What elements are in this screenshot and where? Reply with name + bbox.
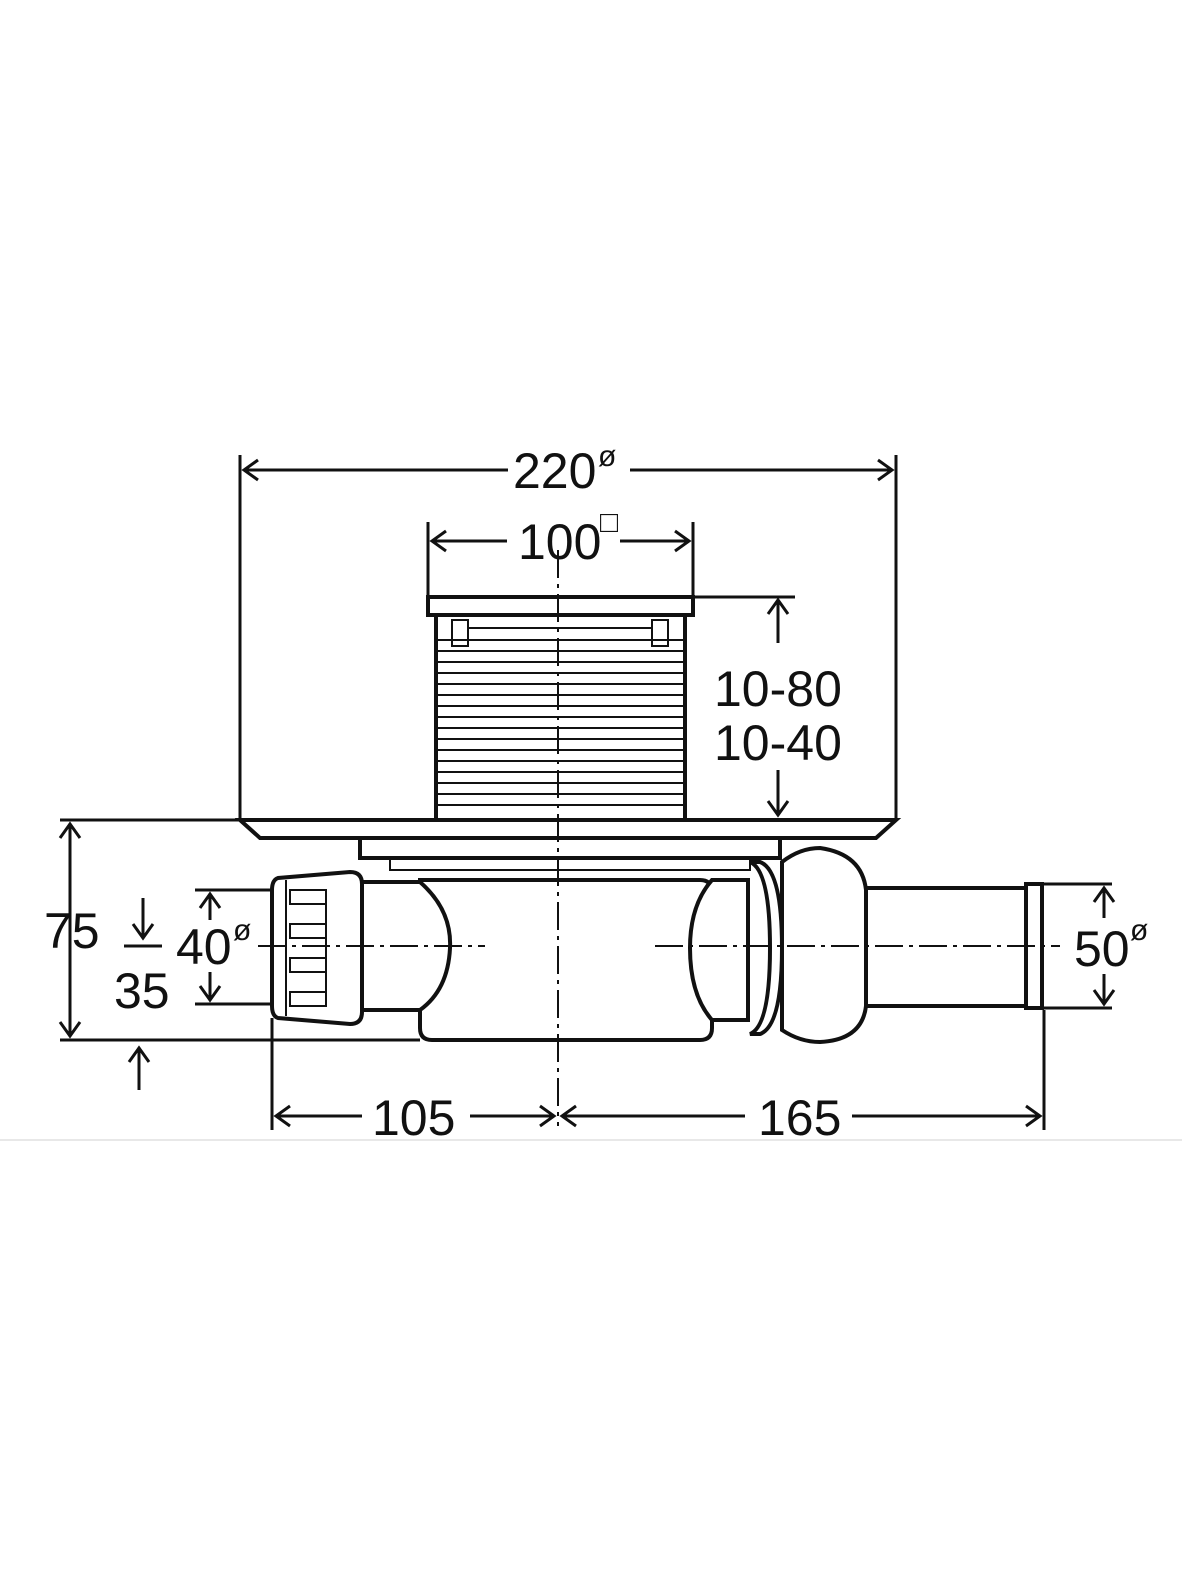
- riser-ribs: [436, 639, 685, 806]
- inlet-nut: [270, 869, 364, 1027]
- diameter-symbol: ø: [598, 440, 616, 473]
- diameter-symbol: ø: [1130, 914, 1148, 947]
- dim-outlet-diameter: 50 ø: [1042, 882, 1148, 1010]
- dim-outlet-height-value: 35: [114, 963, 170, 1019]
- dim-outlet-height: 35: [114, 898, 170, 1090]
- dim-overall-diameter: 220 ø: [238, 440, 898, 820]
- dim-total-height-value: 75: [44, 903, 100, 959]
- grate-riser: [426, 595, 695, 822]
- dim-inlet-diameter-value: 40: [176, 919, 232, 975]
- dim-inlet-diameter: 40 ø: [176, 888, 272, 1006]
- drain-body: [358, 878, 750, 1042]
- dim-lengths: 105 165: [270, 1010, 1046, 1146]
- base-flange: [60, 818, 902, 871]
- dim-grate-size-value: 100: [518, 514, 601, 570]
- square-symbol: □: [600, 506, 619, 539]
- dim-outlet-diameter-value: 50: [1074, 921, 1130, 977]
- dim-left-length-value: 105: [372, 1090, 455, 1146]
- dim-right-length-value: 165: [758, 1090, 841, 1146]
- dim-grate-size: 100 □: [426, 506, 695, 598]
- height-adjust-2: 10-40: [714, 715, 842, 771]
- dim-height-adjust: 10-80 10-40: [693, 595, 842, 818]
- diameter-symbol: ø: [233, 914, 251, 947]
- dim-overall-diameter-value: 220: [513, 443, 596, 499]
- height-adjust-1: 10-80: [714, 661, 842, 717]
- dim-total-height: 75: [44, 821, 420, 1042]
